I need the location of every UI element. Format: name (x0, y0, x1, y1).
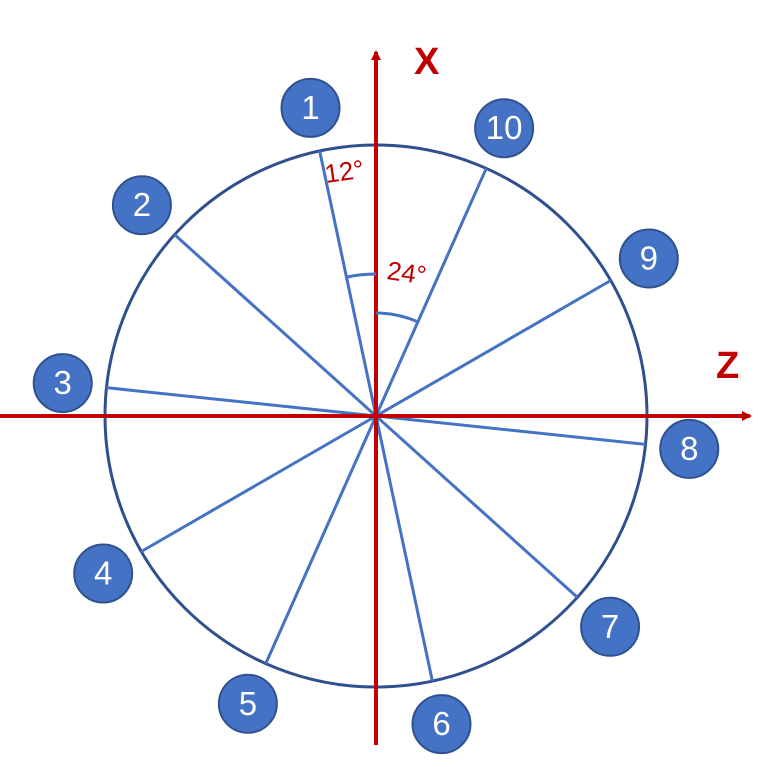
badge-circle (32, 353, 93, 414)
position-badge-7: 7 (580, 596, 641, 657)
position-badge-10: 10 (474, 98, 535, 159)
position-badge-3: 3 (32, 353, 93, 414)
position-badge-2: 2 (111, 175, 172, 236)
badge-circle (411, 694, 472, 755)
badge-circle (217, 673, 278, 734)
spoke-3 (106, 386, 377, 418)
badge-label: 6 (432, 705, 450, 742)
badge-circle (659, 418, 720, 479)
badge-label: 2 (133, 186, 151, 223)
badges-group: 1 2 3 4 5 6 7 8 9 10 (32, 77, 720, 755)
badge-circle (580, 596, 641, 657)
spoke-4 (140, 414, 377, 553)
position-badge-6: 6 (411, 694, 472, 755)
spoke-2 (173, 233, 378, 418)
angle-arc-24 (375, 311, 419, 324)
spoke-7 (374, 414, 579, 599)
position-badge-1: 1 (280, 77, 341, 138)
badge-label: 3 (54, 364, 72, 401)
badge-circle (474, 98, 535, 159)
z-axis-label: Z (716, 345, 739, 387)
badge-circle (618, 228, 679, 289)
position-badge-9: 9 (618, 228, 679, 289)
spoke-9 (375, 279, 612, 418)
badge-label: 4 (94, 555, 112, 592)
angle-arc-12 (346, 272, 377, 279)
badge-label: 1 (301, 89, 319, 126)
badge-circle (280, 77, 341, 138)
spoke-1 (318, 150, 378, 417)
badge-circle (73, 543, 134, 604)
spoke-10 (374, 167, 488, 417)
badge-label: 8 (680, 430, 698, 467)
spokes-group (106, 150, 646, 682)
angle-label-12: 12° (323, 154, 366, 189)
spoke-6 (374, 415, 434, 682)
position-badge-4: 4 (73, 543, 134, 604)
badge-label: 5 (239, 685, 257, 722)
angle-label-24: 24° (385, 255, 428, 290)
spoke-5 (264, 415, 378, 665)
position-badge-8: 8 (659, 418, 720, 479)
badge-circle (111, 175, 172, 236)
position-badge-5: 5 (217, 673, 278, 734)
spoke-8 (375, 414, 646, 446)
badge-label: 7 (601, 608, 619, 645)
x-axis-label: X (414, 41, 440, 83)
badge-label: 10 (486, 109, 523, 146)
badge-label: 9 (640, 240, 658, 277)
